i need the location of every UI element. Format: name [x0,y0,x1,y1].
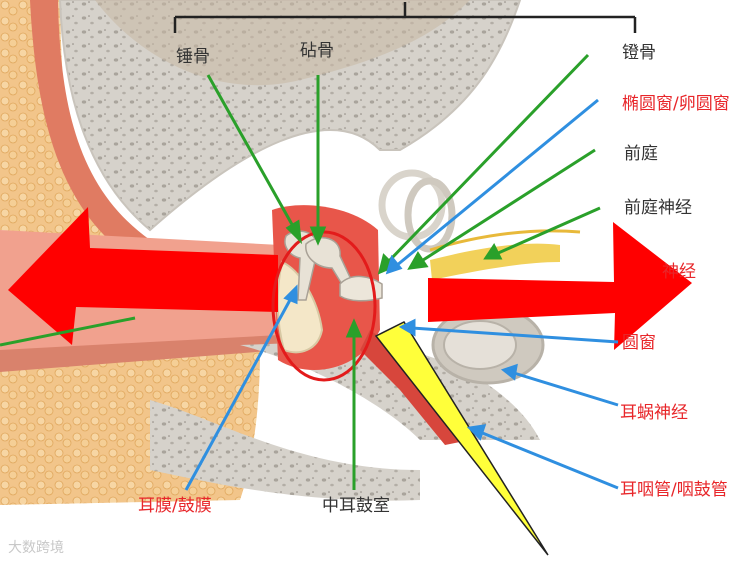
watermark: 大数跨境 [8,537,64,557]
label-oval-window: 椭圆窗/卵圆窗 [622,96,730,113]
label-cochlea-nerve-partial: 神经 [662,264,696,281]
label-vestibular-nerve: 前庭神经 [624,200,692,217]
label-eardrum: 耳膜/鼓膜 [138,498,212,515]
label-eustachian-tube: 耳咽管/咽鼓管 [620,482,728,499]
label-middle-ear-cavity: 中耳鼓室 [322,498,390,515]
label-round-window: 圆窗 [622,335,656,352]
label-malleus: 锤骨 [176,49,210,66]
label-vestibule: 前庭 [624,146,658,163]
label-incus: 砧骨 [300,43,334,60]
label-cochlear-nerve: 耳蜗神经 [620,405,688,422]
label-stapes: 镫骨 [622,45,656,62]
cochlea-inner [444,321,516,369]
